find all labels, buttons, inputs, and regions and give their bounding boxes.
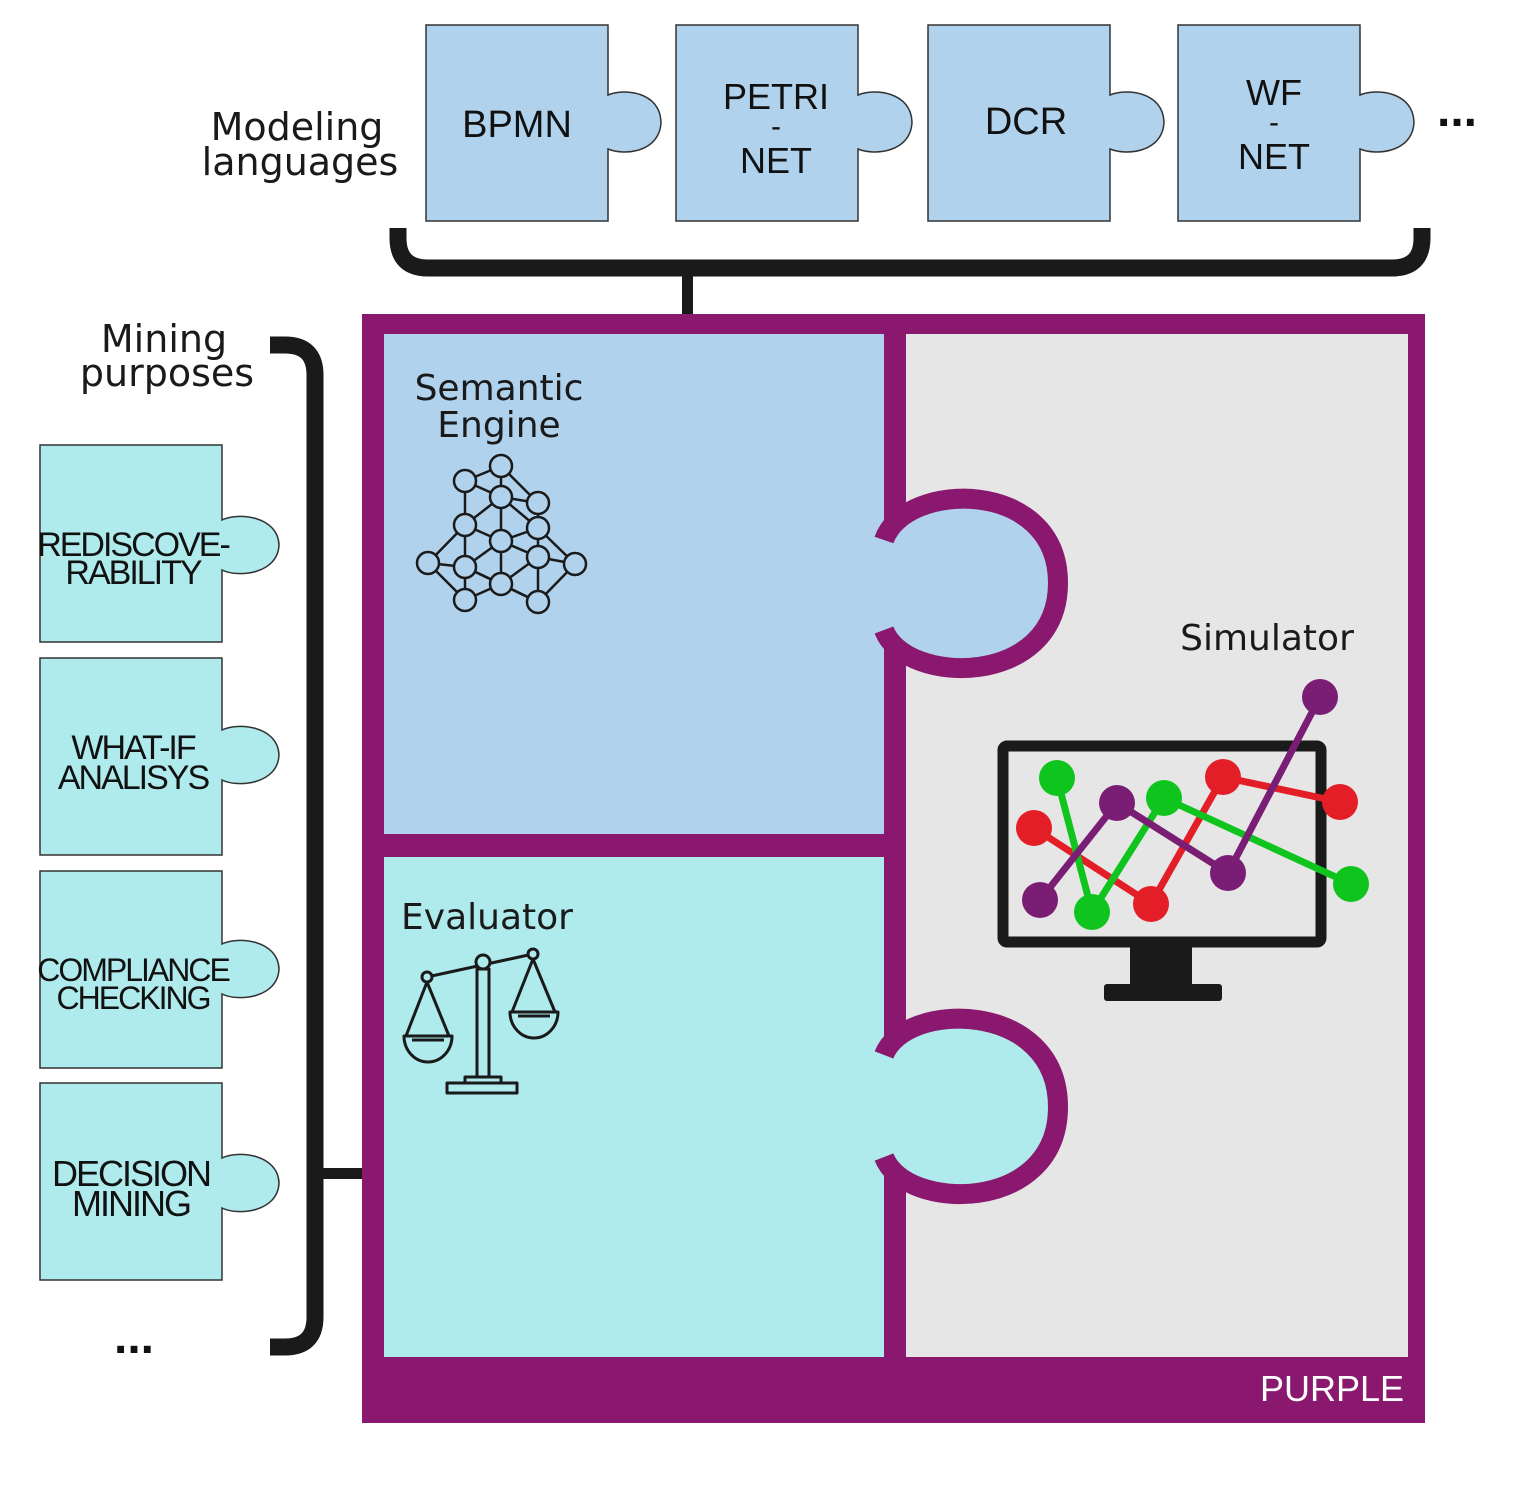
mining-piece-label-line1: DECISION <box>52 1153 210 1194</box>
modeling-piece-bpmn: BPMN <box>425 24 662 222</box>
mining-more-ellipsis: ... <box>114 1311 154 1364</box>
modeling-piece-label: DCR <box>985 101 1067 143</box>
modeling-piece-label-line1: PETRI <box>723 76 829 117</box>
mining-piece-label-line2: MINING <box>72 1183 190 1224</box>
mining-title-line1: Mining <box>101 317 227 361</box>
modeling-languages-title: Modeling languages <box>202 105 399 184</box>
evaluator-title: Evaluator <box>401 897 573 938</box>
mining-piece-label-line1: REDISCOVE- <box>37 526 229 564</box>
modeling-bracket <box>389 228 1431 277</box>
modeling-title-line2: languages <box>202 140 399 184</box>
mining-piece-label-line1: COMPLIANCE <box>37 952 229 988</box>
semantic-engine-title-line1: Semantic <box>415 368 584 409</box>
neural-network-icon <box>415 453 588 615</box>
modeling-piece-label: BPMN <box>462 104 572 146</box>
modeling-title-line1: Modeling <box>211 105 384 149</box>
simulator-title: Simulator <box>1180 618 1354 659</box>
mining-piece-rediscoverability: REDISCOVE- RABILITY <box>37 444 280 643</box>
mining-piece-decision-mining: DECISION MINING <box>39 1082 280 1281</box>
modeling-more-ellipsis: ... <box>1437 84 1477 137</box>
modeling-piece-label-line2: - <box>771 110 781 143</box>
modeling-piece-label-line3: NET <box>1238 136 1310 177</box>
mining-piece-compliance-checking: COMPLIANCE CHECKING <box>37 870 280 1069</box>
modeling-piece-label-line2: - <box>1269 106 1279 139</box>
modeling-piece-label-line3: NET <box>740 140 812 181</box>
modeling-piece-wf-net: WF - NET <box>1177 24 1415 222</box>
mining-piece-what-if-analysis: WHAT-IF ANALISYS <box>39 657 280 856</box>
mining-piece-label-line1: WHAT-IF <box>71 729 195 767</box>
modeling-piece-dcr: DCR <box>927 24 1165 222</box>
semantic-engine-title-line2: Engine <box>437 405 560 446</box>
mining-piece-label-line2: ANALISYS <box>58 759 210 797</box>
balance-scale-icon <box>402 947 560 1095</box>
mining-bracket <box>270 336 324 1356</box>
mining-piece-label-line2: RABILITY <box>65 554 201 592</box>
modeling-piece-petri-net: PETRI - NET <box>675 24 913 222</box>
monitor-graph-icon <box>997 679 1369 1001</box>
mining-piece-label-line2: CHECKING <box>57 980 210 1016</box>
modeling-piece-label-line1: WF <box>1246 72 1302 113</box>
mining-purposes-title: Mining purposes <box>80 317 254 395</box>
framework-name: PURPLE <box>1260 1368 1404 1409</box>
semantic-engine-panel <box>384 334 1058 834</box>
evaluator-panel <box>384 857 1058 1357</box>
mining-title-line2: purposes <box>80 351 254 395</box>
